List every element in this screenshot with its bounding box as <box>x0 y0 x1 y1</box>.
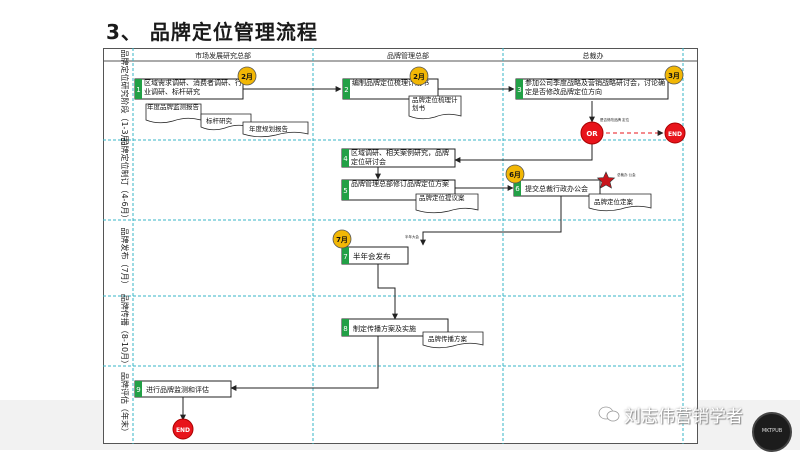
phase-label-4: 品牌传播（8-10月） <box>120 294 130 368</box>
step-6-number: 6 <box>515 185 520 193</box>
phase-label-1: 品牌定位研究阶段（1-3月） <box>120 49 130 150</box>
flowchart-canvas: 市场发展研究总部 品牌管理总部 总裁办 品牌定位研究阶段（1-3月） 品牌定位制… <box>103 48 698 444</box>
arrow-7-8 <box>377 264 398 320</box>
svg-text:7月: 7月 <box>336 236 348 244</box>
step-9-number: 9 <box>136 386 140 394</box>
doc-annual-monitoring-report: 年度品牌监测报告 <box>145 103 202 124</box>
svg-text:END: END <box>668 131 682 138</box>
diagram-frame <box>103 48 698 444</box>
svg-text:END: END <box>176 427 190 434</box>
page-title: 3、 品牌定位管理流程 <box>106 20 318 44</box>
svg-text:2月: 2月 <box>413 73 425 81</box>
qr-badge <box>752 412 792 452</box>
step-3-label: 参加公司季度战略及营销战略研讨会，讨论确定是否修改品牌定位方向 <box>525 79 665 96</box>
step-3-number: 3 <box>517 86 521 94</box>
svg-text:2月: 2月 <box>241 73 253 81</box>
step-7-number: 7 <box>343 253 347 261</box>
svg-text:6月: 6月 <box>509 171 521 179</box>
step-5-number: 5 <box>343 187 347 195</box>
doc-positioning-plan: 品牌定位梳理计划书 <box>408 95 462 120</box>
month-badge-3: 3月 <box>664 65 684 85</box>
step-1-label: 区域需求调研、消费者调研、行业调研、标杆研究 <box>144 79 242 96</box>
month-badge-4: 6月 <box>505 164 525 184</box>
arrow-8-9 <box>230 336 379 391</box>
step-7-label: 半年会发布 <box>353 251 391 261</box>
arrow-6-7 <box>420 196 562 246</box>
step-3: 3 参加公司季度战略及营销战略研讨会，讨论确定是否修改品牌定位方向 <box>515 78 669 100</box>
doc-annual-planning-report: 年度规划报告 <box>242 121 309 138</box>
step-9: 9 进行品牌监测和评估 <box>134 380 232 398</box>
step-1: 1 区域需求调研、消费者调研、行业调研、标杆研究 <box>134 78 244 100</box>
doc-positioning-final: 品牌定位定案 <box>588 193 652 212</box>
step-4-label: 区域调研、相关案例研究，品牌定位研讨会 <box>351 149 449 166</box>
milestone-star-icon <box>596 171 616 189</box>
step-6: 6 提交总裁行政办公会 <box>513 179 601 197</box>
doc-communication-plan: 品牌传播方案 <box>422 331 484 349</box>
svg-text:3月: 3月 <box>668 72 680 80</box>
svg-text:标杆研究: 标杆研究 <box>206 116 233 125</box>
star-note: 总裁办 公会 <box>617 172 636 177</box>
step-7: 7 半年会发布 <box>341 246 409 265</box>
arrow-or-4 <box>454 144 593 163</box>
lane-header-market: 市场发展研究总部 <box>195 51 251 60</box>
step-6-label: 提交总裁行政办公会 <box>525 184 588 193</box>
step-2-number: 2 <box>344 86 348 94</box>
phase-label-5: 品牌评估（年末） <box>120 372 130 436</box>
meeting-note: 半年大会 <box>405 234 419 239</box>
step-5-label: 品牌管理总部修订品牌定位方案 <box>351 180 449 188</box>
step-1-number: 1 <box>136 86 140 94</box>
phase-label-2: 品牌定位制订（4-6月） <box>120 137 130 222</box>
watermark-text: 刘志伟营销学者 <box>624 407 743 427</box>
step-8: 8 制定传播方案及实施 <box>341 318 449 337</box>
month-badge-1: 2月 <box>237 66 257 86</box>
step-4-number: 4 <box>343 155 348 163</box>
step-8-number: 8 <box>343 325 347 333</box>
end-node-bottom: END <box>172 418 194 440</box>
svg-text:品牌定位定案: 品牌定位定案 <box>594 197 634 206</box>
phase-label-3: 品牌发布（7月） <box>120 227 130 288</box>
lane-header-president: 总裁办 <box>583 51 604 60</box>
step-8-label: 制定传播方案及实施 <box>353 324 416 333</box>
lane-header-brand: 品牌管理总部 <box>387 51 429 60</box>
qr-label: MKTPUB <box>761 428 783 434</box>
end-node-top: END <box>664 122 686 144</box>
flowchart: 市场发展研究总部 品牌管理总部 总裁办 品牌定位研究阶段（1-3月） 品牌定位制… <box>103 48 698 444</box>
month-badge-5: 7月 <box>332 229 352 249</box>
or-decision-node: OR <box>580 121 604 145</box>
svg-text:OR: OR <box>586 130 598 138</box>
step-9-label: 进行品牌监测和评估 <box>146 385 209 394</box>
svg-text:年度规划报告: 年度规划报告 <box>249 124 289 133</box>
wechat-icon <box>598 406 620 422</box>
step-4: 4 区域调研、相关案例研究，品牌定位研讨会 <box>341 148 456 168</box>
month-badge-2: 2月 <box>409 66 429 86</box>
svg-text:品牌传播方案: 品牌传播方案 <box>428 334 468 343</box>
step-2-label: 编制品牌定位梳理计划书 <box>352 79 429 87</box>
or-note: 是否修改品牌 定位 <box>600 117 630 122</box>
doc-positioning-proposal: 品牌定位提议案 <box>415 193 479 214</box>
